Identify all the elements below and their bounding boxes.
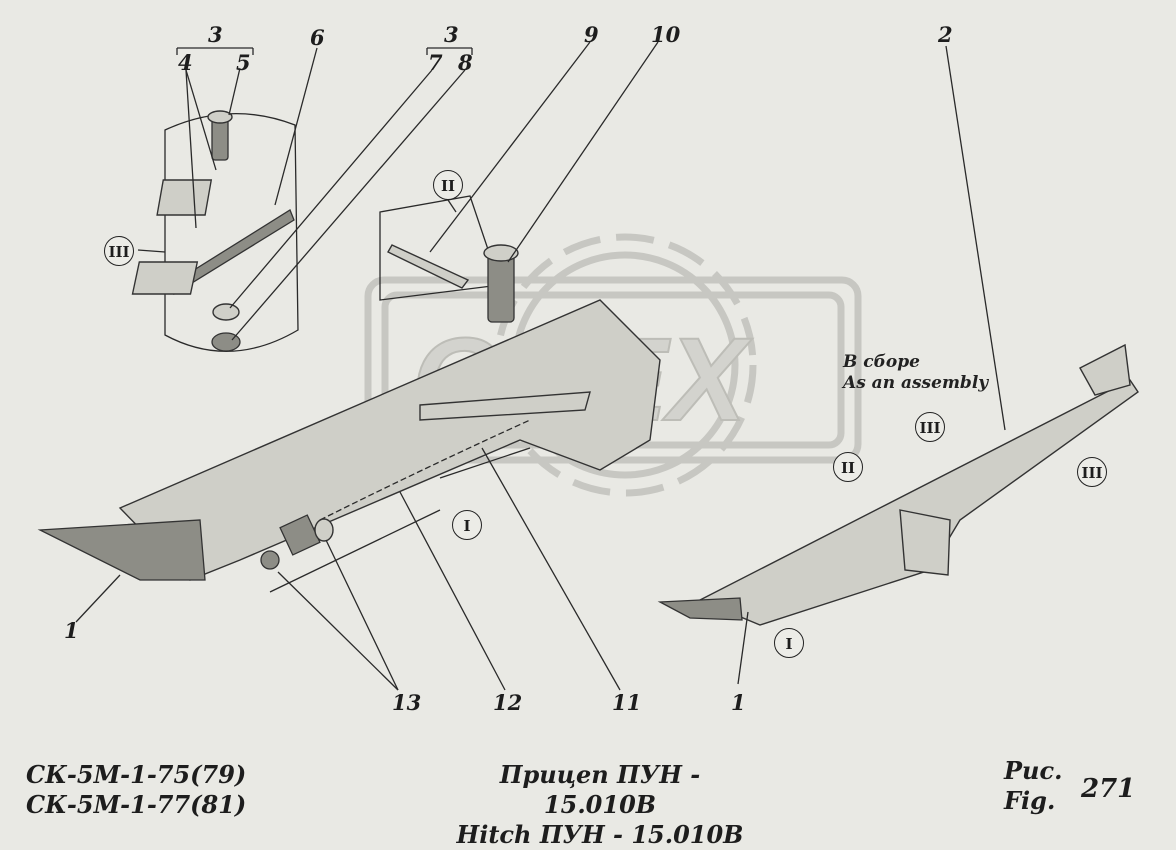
- figure-caption: Рис. Fig.: [1004, 756, 1062, 816]
- callout-3-b: 3: [444, 22, 459, 47]
- model-line-1: СК-5М-1-75(79): [26, 760, 247, 789]
- model-line-2: СК-5М-1-77(81): [26, 790, 247, 819]
- fig-en: Fig.: [1004, 786, 1056, 815]
- assembly-label-ru: В сборе: [843, 352, 920, 372]
- assembly-drawing: [657, 343, 1139, 626]
- main-hitch-drawing: [37, 299, 661, 593]
- view-marker-III-detail: III: [104, 236, 134, 266]
- callout-4: 4: [178, 50, 193, 75]
- leader-lines: [75, 41, 1006, 691]
- callout-3-a: 3: [208, 22, 223, 47]
- callout-11: 11: [612, 690, 642, 715]
- view-marker-I-assembly: I: [774, 628, 804, 658]
- hitch-diagram: OREX: [37, 41, 1139, 691]
- detail-II-view: [379, 195, 519, 323]
- callout-2: 2: [938, 22, 953, 47]
- callout-13: 13: [392, 690, 422, 715]
- callout-12: 12: [493, 690, 523, 715]
- assembly-label-en: As an assembly: [843, 373, 989, 393]
- view-marker-III-assembly-a: III: [915, 412, 945, 442]
- view-marker-I-main: I: [452, 510, 482, 540]
- view-marker-II-assembly: II: [833, 452, 863, 482]
- fig-ru: Рис.: [1004, 756, 1063, 785]
- figure-title: Прицеп ПУН - 15.010В Hitch ПУН - 15.010В: [450, 760, 750, 850]
- callout-7: 7: [428, 50, 443, 75]
- callout-1-right: 1: [731, 690, 746, 715]
- model-codes: СК-5М-1-75(79) СК-5М-1-77(81): [26, 760, 246, 820]
- callout-9: 9: [584, 22, 599, 47]
- view-marker-II-detail: II: [433, 170, 463, 200]
- callout-8: 8: [458, 50, 473, 75]
- assembly-label: В сборе As an assembly: [843, 352, 988, 394]
- callout-1-left: 1: [64, 618, 79, 643]
- detail-III-view: [131, 110, 299, 352]
- view-marker-III-assembly-b: III: [1077, 457, 1107, 487]
- title-en: Hitch ПУН - 15.010В: [456, 820, 744, 849]
- callout-10: 10: [651, 22, 681, 47]
- callout-5: 5: [236, 50, 251, 75]
- callout-6: 6: [310, 25, 325, 50]
- figure-number: 271: [1081, 774, 1136, 804]
- title-ru: Прицеп ПУН - 15.010В: [499, 760, 701, 819]
